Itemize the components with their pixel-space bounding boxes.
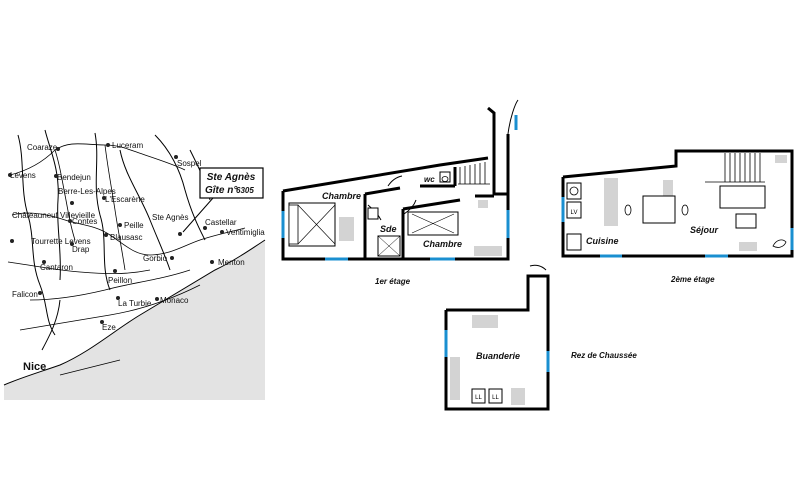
gite-callout-box [199,167,264,199]
town-dot [178,232,182,236]
room-label: Chambre [423,239,462,249]
town-dot [8,173,12,177]
town-dot [102,196,106,200]
floor-label-first: 1er étage [375,277,411,286]
town-dot [100,320,104,324]
callout-line1: Ste Agnès [207,172,256,183]
floor-plan-ground: LL LL Buanderie Rez de Chaussée [444,264,637,411]
room-label: Cuisine [586,236,619,246]
town-label-nice: Nice [23,361,46,373]
town-label: Monaco [160,296,189,305]
town-label: Menton [218,258,245,267]
town-label: Châteauneuf Villevieille [12,211,96,220]
room-label: Sde [380,224,397,234]
town-dot [70,201,74,205]
town-dot [38,291,42,295]
town-label: Gorbio [143,254,168,263]
dining-table [642,195,676,224]
callout-number: 6305 [236,186,254,195]
appliance-label: LV [571,210,578,216]
roads [7,143,246,376]
sink [566,233,582,251]
town-label: Bendejun [57,173,91,182]
town-dot [155,297,159,301]
town-label: Falicon [12,290,38,299]
town-dot [113,269,117,273]
floor-label-second: 2ème étage [670,275,715,284]
town-label: Castellar [205,218,237,227]
town-label: Luceram [112,141,143,150]
town-label: Blausasc [110,233,142,242]
armchair [772,239,787,248]
cooktop [566,182,582,200]
town-markers: Coaraze Luceram Sospel Levens Bendejun B… [8,141,265,373]
sofa [719,185,766,209]
town-label: Ventimiglia [226,228,265,237]
coastline [3,239,266,386]
town-dot [220,230,224,234]
sea-area [4,240,265,400]
dishwasher [566,201,582,219]
town-label: Peillon [108,276,132,285]
town-dot [174,155,178,159]
floor-plan-second: LV Cuisine Séjour 2ème étage [561,149,794,284]
town-dot [70,242,74,246]
room-label: Buanderie [476,351,520,361]
town-label: Contes [72,217,97,226]
location-map: Ste Agnès Gîte n° 6305 Coaraze Luceram S… [3,127,266,400]
washing-machine [471,388,486,404]
town-label: Drap [72,245,90,254]
town-dot [118,223,122,227]
town-label: Sospel [177,159,202,168]
washing-machine [488,388,503,404]
appliance-label: LL [492,395,499,401]
callout-line2: Gîte n° [205,185,238,196]
town-label: Berre-Les-Alpes [58,187,116,196]
town-label: Levens [10,171,36,180]
room-label: Chambre [322,191,361,201]
town-label: L'Escarène [105,195,145,204]
town-dot [170,256,174,260]
town-dot [210,260,214,264]
town-label: Eze [102,323,116,332]
town-label: Ste Agnès [152,213,188,222]
room-label: Séjour [690,225,719,235]
town-label: Tourrette Levens [31,237,91,246]
town-label: Coaraze [27,143,58,152]
town-dot [104,233,108,237]
town-dot [56,147,60,151]
coffee-table [735,213,757,229]
town-label: La Turbie [118,299,152,308]
room-label: wc [424,175,435,184]
town-dot [116,296,120,300]
town-dot [106,143,110,147]
town-dot [54,174,58,178]
town-dot [10,239,14,243]
appliance-label: LL [475,395,482,401]
town-label: Cantaron [40,263,73,272]
floor-plan-first: Chambre wc Sde Chambre 1er étage [281,99,519,286]
town-dot [68,219,72,223]
town-dot [203,226,207,230]
callout-pointer [182,197,214,233]
town-dot [42,260,46,264]
town-label: Peille [124,221,144,230]
floor-label-ground: Rez de Chaussée [571,351,637,360]
